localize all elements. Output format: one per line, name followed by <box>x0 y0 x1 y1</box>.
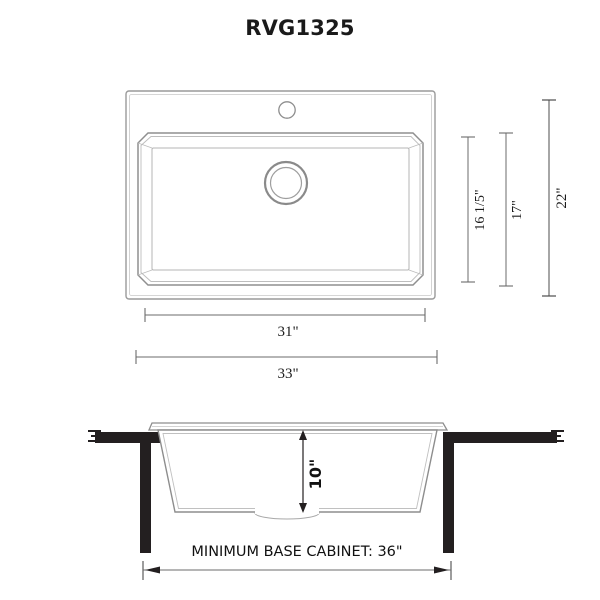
sink-cross-section-view: 10" MINIMUM BASE CABINET: 36" <box>88 422 564 580</box>
cabinet-dimension-arrow-left <box>145 566 160 574</box>
drain-inner-ring <box>269 166 303 200</box>
top-view-vertical-dimensions: 16 1/5" 17" 22" <box>461 99 570 297</box>
basin-floor <box>151 147 410 271</box>
basin-bevel-top-left <box>137 142 153 149</box>
section-drain-boss-mask <box>255 505 319 514</box>
dimension-17-label: 17" <box>510 200 525 220</box>
sink-top-view <box>125 90 436 300</box>
basin-bevel-bottom-left <box>137 269 153 276</box>
cabinet-width-dimension <box>142 561 452 580</box>
counter-right-bar <box>443 432 557 443</box>
dimension-31-label: 31" <box>277 324 298 340</box>
dimension-10-arrow-top <box>299 430 307 440</box>
cabinet-right <box>443 430 564 553</box>
dimension-10-label: 10" <box>306 459 325 490</box>
basin-bevel-bottom-right <box>408 269 424 276</box>
dimension-10-arrow-bottom <box>299 503 307 513</box>
dimension-10-depth: 10" <box>299 430 325 513</box>
cabinet-left <box>88 430 209 553</box>
dimension-22: 22" <box>542 99 570 297</box>
cabinet-dimension-arrow-right <box>434 566 449 574</box>
dimension-17: 17" <box>499 132 525 287</box>
basin-wall-line <box>140 136 421 282</box>
section-basin-outer <box>157 429 438 513</box>
basin-bevel-top-right <box>408 142 424 149</box>
top-view-horizontal-dimensions: 31" 33" <box>135 308 438 382</box>
dimension-16-1-5-label: 16 1/5" <box>473 189 488 230</box>
dimension-33: 33" <box>135 350 438 382</box>
page-title: RVG1325 <box>245 16 355 40</box>
dimension-33-label: 33" <box>277 366 298 382</box>
dimension-16-1-5: 16 1/5" <box>461 136 488 283</box>
dimension-22-label: 22" <box>554 187 570 208</box>
cabinet-right-wall <box>443 443 454 553</box>
section-basin-inner <box>162 433 433 509</box>
cabinet-left-wall <box>140 443 151 553</box>
dimension-31: 31" <box>144 308 426 340</box>
cabinet-note-label: MINIMUM BASE CABINET: 36" <box>191 544 402 560</box>
counter-left-bar <box>95 432 209 443</box>
faucet-hole <box>278 101 296 119</box>
